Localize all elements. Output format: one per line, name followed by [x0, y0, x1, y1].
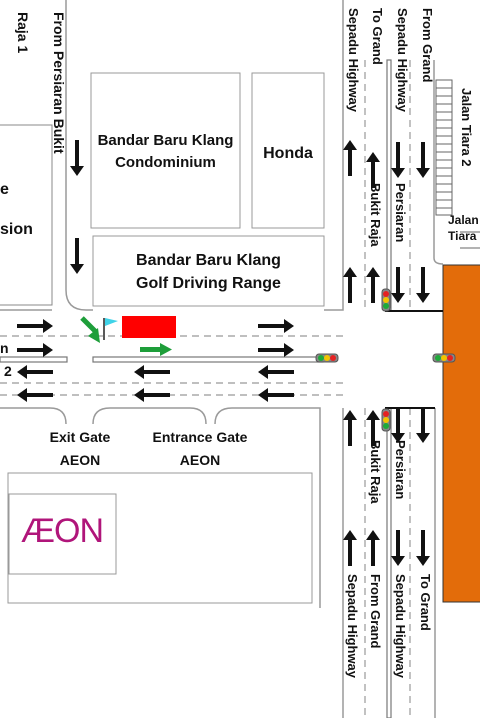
arrow-up-icon	[343, 530, 357, 566]
exit-gate-label: Exit Gate AEON	[49, 429, 111, 468]
aeon-logo: ÆON	[21, 512, 103, 550]
top-from-grand-label: From Grand	[420, 8, 435, 83]
top-sepadu-highway-label: Sepadu Highway	[346, 8, 361, 113]
entrance-marker	[122, 316, 176, 338]
arrow-left-icon	[258, 365, 294, 379]
bottom-sepadu-highway-2-label: Sepadu Highway	[393, 574, 408, 679]
arrow-up-icon	[343, 267, 357, 303]
bottom-sepadu-highway-label: Sepadu Highway	[345, 574, 360, 679]
arrow-down-icon	[391, 530, 405, 566]
traffic-light-icon	[381, 408, 391, 432]
traffic-light-icon	[381, 288, 391, 312]
traffic-light-icon	[432, 353, 456, 363]
golf-driving-range-label: Bandar Baru Klang Golf Driving Range	[136, 252, 281, 292]
green-turn-arrow-icon	[80, 316, 100, 343]
left-block-label: e sion	[0, 181, 33, 238]
jalan-tiara-2-road	[435, 79, 453, 216]
bottom-to-grand-label: To Grand	[418, 574, 433, 631]
arrow-right-icon	[258, 343, 294, 357]
lower-persiaran-label: Persiaran	[393, 440, 408, 500]
arrow-down-icon	[416, 142, 430, 178]
left-road-fragment-1: n	[0, 340, 9, 356]
honda-block	[251, 72, 325, 229]
left-road-fragment-2: 2	[4, 363, 12, 379]
left-block	[0, 124, 53, 306]
arrow-down-icon	[416, 407, 430, 443]
condominium-label: Bandar Baru Klang Condominium	[97, 132, 234, 171]
arrow-down-icon	[391, 407, 405, 443]
jalan-tiara-label: Jalan Tiara	[448, 213, 479, 243]
arrow-left-icon	[17, 388, 53, 402]
arrow-down-icon	[416, 267, 430, 303]
arrow-left-icon	[134, 388, 170, 402]
arrow-down-icon	[70, 238, 84, 274]
arrow-right-icon	[17, 343, 53, 357]
arrow-down-icon	[391, 267, 405, 303]
traffic-light-icon	[315, 353, 339, 363]
upper-persiaran-label: Persiaran	[393, 183, 408, 243]
orange-building	[442, 264, 480, 603]
flag-icon	[103, 318, 118, 340]
top-to-grand-label: To Grand	[370, 8, 385, 65]
arrow-up-icon	[366, 267, 380, 303]
arrow-down-icon	[391, 142, 405, 178]
junction-lines	[385, 310, 443, 409]
arrow-down-icon	[416, 530, 430, 566]
top-to-grand-sepadu-highway-label: Sepadu Highway	[395, 8, 410, 113]
arrow-up-icon	[343, 410, 357, 446]
entrance-gate-label: Entrance Gate AEON	[152, 429, 248, 468]
condominium-block	[90, 72, 241, 229]
green-straight-arrow-icon	[140, 343, 172, 356]
honda-label: Honda	[263, 145, 313, 162]
jalan-tiara-2-label: Jalan Tiara 2	[459, 88, 474, 167]
arrow-up-icon	[343, 140, 357, 176]
arrow-up-icon	[366, 530, 380, 566]
arrow-right-icon	[258, 319, 294, 333]
arrow-right-icon	[17, 319, 53, 333]
arrow-left-icon	[258, 388, 294, 402]
arrow-left-icon	[17, 365, 53, 379]
from-persiaran-bukit-raja-1-label: From Persiaran Bukit Raja 1	[15, 12, 67, 154]
lower-bukit-raja-label: Bukit Raja	[368, 440, 383, 504]
upper-bukit-raja-label: Bukit Raja	[368, 183, 383, 247]
golf-range-block	[92, 235, 325, 307]
aeon-logo-box	[8, 493, 117, 575]
bottom-from-grand-label: From Grand	[368, 574, 383, 649]
arrow-left-icon	[134, 365, 170, 379]
